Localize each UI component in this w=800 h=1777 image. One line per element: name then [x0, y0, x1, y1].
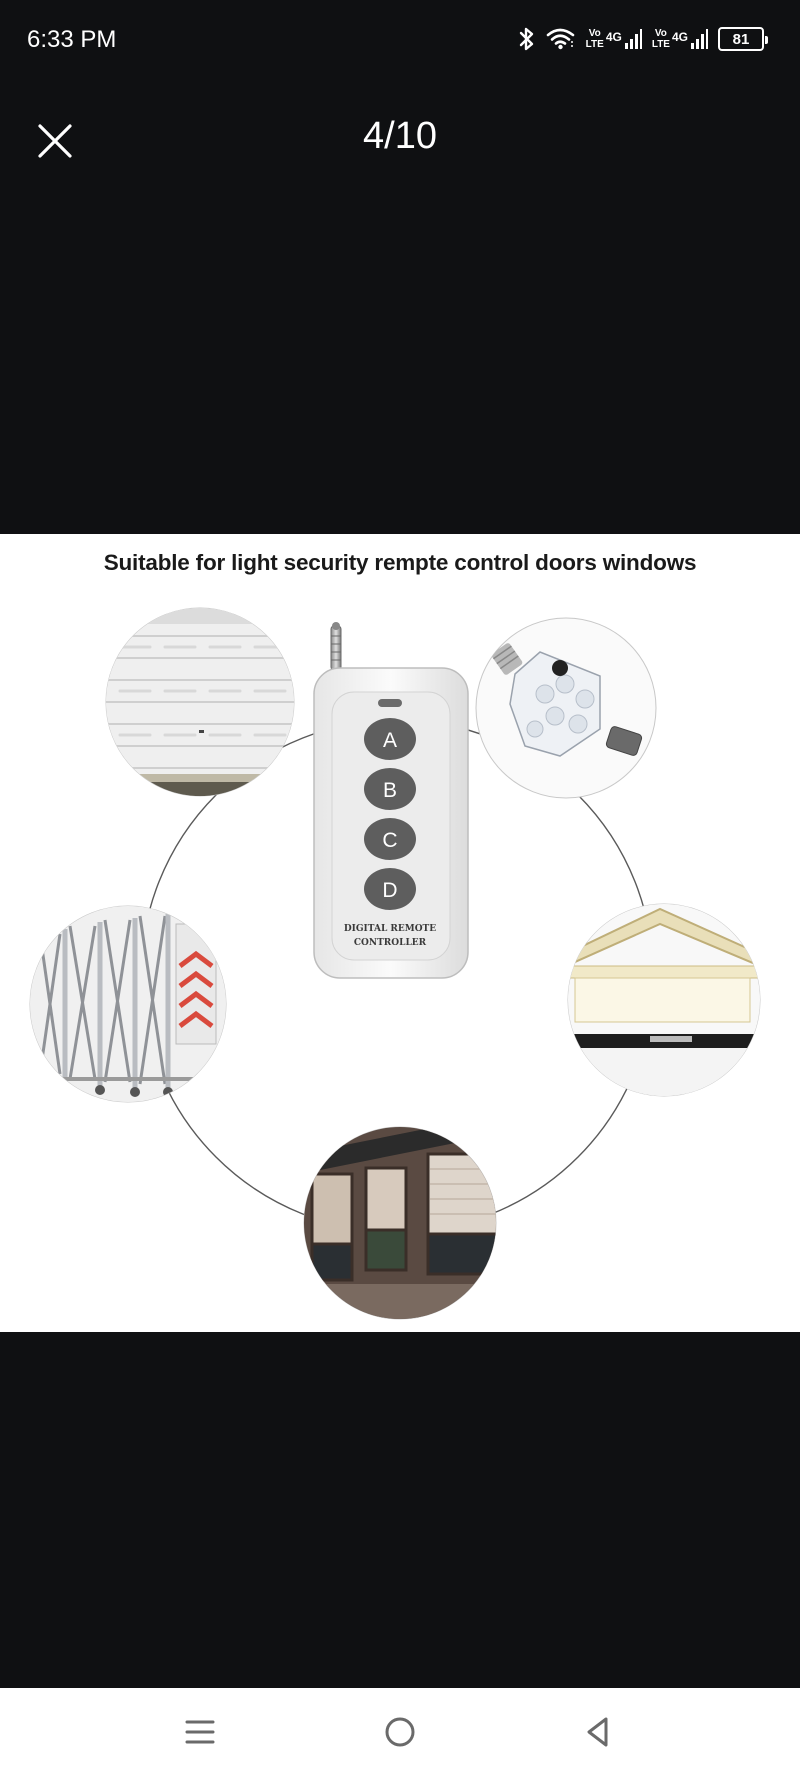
garage-door-thumbnail: [105, 607, 295, 797]
remote-button-a: A: [383, 729, 397, 752]
bluetooth-icon: [519, 27, 533, 51]
signal-icon: [624, 29, 642, 49]
product-image[interactable]: A B C D DIGITAL REMOTE CONTROLLER Suitab…: [0, 534, 800, 1332]
network-type-label: 4G: [605, 30, 622, 44]
signal-icon: [691, 29, 708, 49]
awning-thumbnail: [567, 903, 761, 1097]
close-icon: [38, 124, 72, 158]
image-caption: Suitable for light security rempte contr…: [103, 550, 697, 575]
product-illustration: A B C D DIGITAL REMOTE CONTROLLER: [29, 607, 761, 1320]
recents-icon: [185, 1720, 215, 1744]
remote-button-c: C: [382, 829, 397, 852]
status-bar: 6:33 PM Vo LTE 4G V: [0, 0, 800, 80]
sim1-network: Vo LTE 4G: [586, 28, 642, 50]
battery-icon: 81: [718, 27, 768, 51]
retractable-gate-thumbnail: [29, 905, 227, 1103]
volte-badge: Vo LTE: [651, 28, 670, 50]
sim2-network: Vo LTE 4G: [652, 28, 708, 50]
wifi-icon: [546, 28, 574, 50]
back-icon: [587, 1717, 608, 1747]
volte-badge: Vo LTE: [585, 28, 604, 50]
rolling-shutter-thumbnail: [303, 1126, 497, 1320]
close-button[interactable]: [32, 118, 78, 164]
home-icon: [385, 1717, 415, 1747]
remote-label-line1: DIGITAL REMOTE: [344, 924, 436, 934]
navigation-bar: [0, 1688, 800, 1777]
light-bulb-thumbnail: [475, 617, 657, 799]
status-time: 6:33 PM: [27, 26, 117, 53]
remote-label-line2: CONTROLLER: [354, 938, 427, 948]
home-button[interactable]: [368, 1702, 432, 1762]
network-type-label: 4G: [671, 30, 688, 44]
remote-controller: A B C D DIGITAL REMOTE CONTROLLER: [313, 622, 469, 979]
status-icons: Vo LTE 4G Vo LTE 4G 81: [518, 24, 768, 54]
back-button[interactable]: [566, 1702, 630, 1762]
remote-button-d: D: [382, 879, 397, 902]
image-counter: 4/10: [363, 115, 437, 157]
recents-button[interactable]: [168, 1702, 232, 1762]
remote-button-b: B: [383, 779, 397, 802]
remote-buttons: A B C D: [364, 718, 416, 910]
